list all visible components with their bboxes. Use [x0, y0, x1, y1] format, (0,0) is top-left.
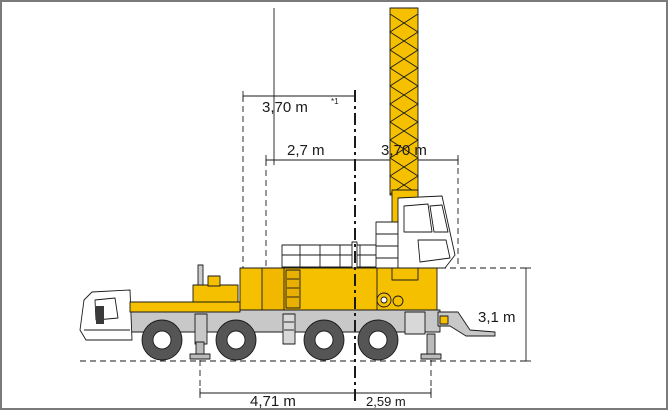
label-footnote: *1 [331, 97, 339, 106]
label-outrigger-width-partial: 2,7 m [287, 142, 325, 159]
pivot [376, 292, 404, 308]
label-rear-outrigger-distance: 2,59 m [366, 394, 406, 409]
driver-cab [79, 289, 133, 341]
operator-cab [375, 195, 456, 269]
label-front-outrigger-distance: 4,71 m [250, 393, 296, 410]
dimension-labels: 3,70 m *1 2,7 m 3,70 m 3,1 m 4,71 m 2,59… [250, 97, 516, 410]
rear-hitch [437, 311, 496, 337]
wheel-4 [357, 319, 399, 361]
chassis [129, 309, 441, 345]
label-rear-width: 3,70 m [381, 142, 427, 159]
boom [389, 7, 419, 196]
wheel-2 [215, 319, 257, 361]
dimension-lines [80, 8, 531, 398]
outrigger-pads [189, 333, 442, 360]
wheel-3 [303, 319, 345, 361]
label-outrigger-width-extended: 3,70 m [262, 99, 308, 116]
label-outrigger-height: 3,1 m [478, 309, 516, 326]
railing [281, 241, 383, 269]
chassis-accent [129, 301, 241, 313]
wheel-1 [141, 319, 183, 361]
wheels [141, 319, 399, 361]
